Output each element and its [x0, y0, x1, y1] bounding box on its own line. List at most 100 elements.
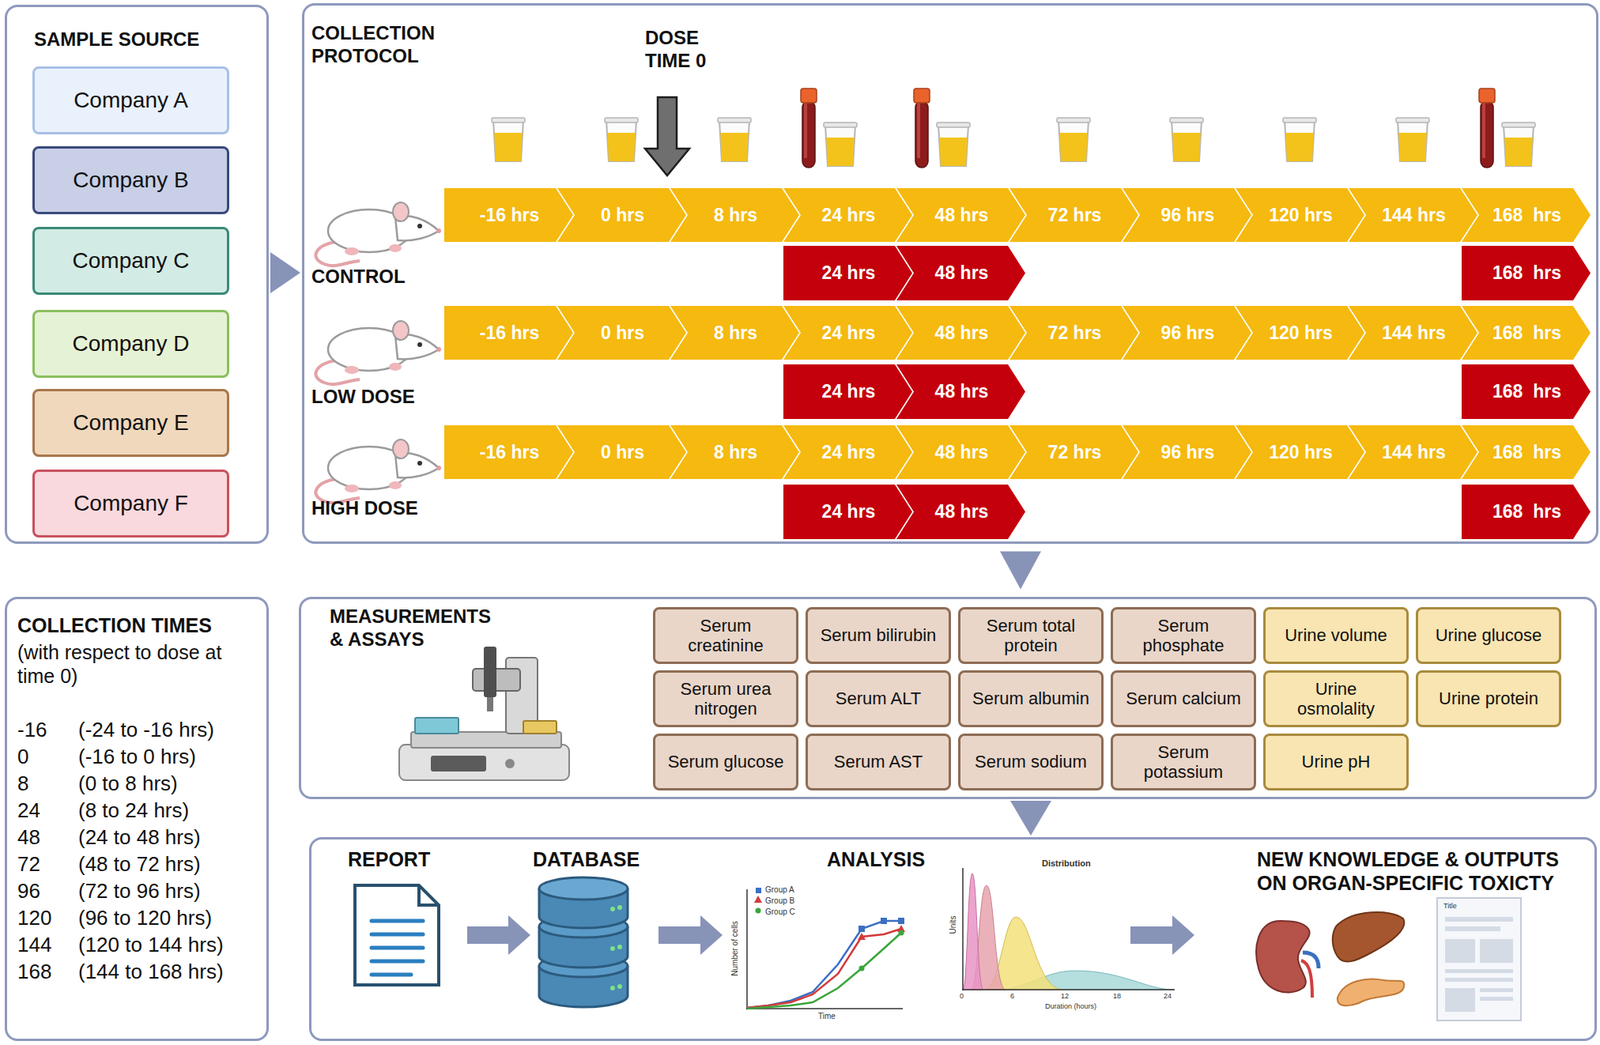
time-range: (120 to 144 hrs): [78, 932, 224, 958]
time-chevron: 24 hrs: [783, 484, 913, 540]
arrow-head: [270, 252, 301, 294]
time-chevron: -16 hrs: [444, 188, 574, 242]
time-chevron: 24 hrs: [783, 425, 913, 480]
chevron-fill: [1009, 188, 1139, 242]
time-chevron: 96 hrs: [1122, 425, 1252, 480]
time-chevron: 48 hrs: [896, 364, 1026, 419]
box-label: 168 hrs: [1492, 441, 1562, 463]
time-range: 144: [17, 932, 52, 958]
box-label: Urine pH: [1301, 751, 1371, 772]
box-label: Serum urea nitrogen: [666, 679, 785, 720]
chevron-fill: [896, 425, 1026, 480]
box-label: 8 hrs: [713, 441, 758, 463]
box-label: 24 hrs: [822, 441, 876, 463]
time-chevron: 8 hrs: [670, 305, 800, 360]
box-label: 8 hrs: [713, 322, 758, 344]
chevron-fill: [557, 305, 687, 360]
box-label: 48 hrs: [935, 441, 989, 463]
panel-heading: COLLECTION PROTOCOL: [311, 22, 470, 68]
time-chevron: 0 hrs: [557, 188, 687, 242]
process-box: Serum ALT: [805, 670, 951, 728]
time-chevron: 168 hrs: [1461, 188, 1591, 242]
time-range: (48 to 72 hrs): [78, 852, 201, 877]
process-box: Urine pH: [1263, 733, 1409, 791]
box-label: -16 hrs: [479, 322, 540, 344]
box-label: Urine volume: [1284, 625, 1388, 646]
box-label: 96 hrs: [1161, 441, 1216, 463]
chevron-fill: [1348, 425, 1478, 480]
process-box: Company A: [32, 66, 230, 135]
time-range: 168: [17, 959, 52, 985]
chevron-fill: [1009, 305, 1139, 360]
chevron-fill: [896, 484, 1026, 540]
process-box: Urine glucose: [1415, 607, 1562, 665]
time-range: 48: [17, 825, 41, 850]
time-chevron: 72 hrs: [1009, 305, 1139, 360]
chevron-fill: [1461, 364, 1591, 419]
chevron-fill: [444, 425, 574, 480]
time-chevron: 168 hrs: [1461, 425, 1591, 480]
chevron-fill: [1461, 305, 1591, 360]
time-chevron: 48 hrs: [896, 305, 1026, 360]
chart-text: Number of cells: [730, 920, 740, 976]
time-range: 72: [17, 852, 41, 877]
process-box: Serum albumin: [958, 670, 1104, 728]
chevron-fill: [783, 188, 913, 242]
time-chevron: 24 hrs: [783, 245, 913, 301]
process-box: Serum potassium: [1110, 733, 1257, 791]
time-range: (-16 to 0 hrs): [78, 744, 197, 770]
box-label: 96 hrs: [1161, 322, 1216, 344]
box-label: 168 hrs: [1492, 381, 1562, 402]
time-chevron: 168 hrs: [1461, 364, 1591, 419]
chevron-fill: [557, 188, 687, 242]
box-label: Serum bilirubin: [820, 625, 937, 646]
box-label: 120 hrs: [1268, 322, 1333, 344]
chevron-fill: [1235, 425, 1365, 480]
time-chevron: 120 hrs: [1235, 425, 1365, 480]
flow-arrow: [1000, 551, 1042, 590]
time-range: 120: [17, 905, 52, 931]
chart-text: 18: [1113, 992, 1121, 1001]
time-chevron: 144 hrs: [1348, 188, 1478, 242]
box-label: Company F: [73, 490, 189, 517]
box-label: Serum ALT: [835, 688, 921, 709]
time-chevron: 24 hrs: [783, 305, 913, 360]
panel-heading: DATABASE: [532, 847, 707, 872]
process-box: Company C: [32, 226, 230, 295]
time-chevron: 168 hrs: [1461, 245, 1591, 301]
box-label: Serum creatinine: [666, 615, 785, 657]
chevron-fill: [1235, 305, 1365, 360]
box-label: Serum sodium: [974, 751, 1087, 772]
box-label: Serum glucose: [667, 751, 785, 772]
time-chevron: 24 hrs: [783, 364, 913, 419]
time-range: (144 to 168 hrs): [78, 959, 224, 985]
box-label: 120 hrs: [1268, 204, 1333, 226]
time-range: (24 to 48 hrs): [78, 825, 201, 850]
chevron-fill: [783, 245, 913, 301]
panel-heading: REPORT: [347, 847, 522, 872]
time-range: 8: [17, 771, 29, 797]
box-label: 168 hrs: [1492, 262, 1562, 284]
process-box: Urine volume: [1263, 607, 1409, 665]
box-label: 48 hrs: [935, 204, 989, 226]
group-label: CONTROL: [311, 265, 406, 289]
chevron-fill: [1009, 425, 1139, 480]
process-box: Company F: [32, 469, 230, 538]
group-label: HIGH DOSE: [311, 497, 419, 521]
time-chevron: 8 hrs: [670, 188, 800, 242]
box-label: Serum AST: [833, 751, 923, 772]
box-label: 72 hrs: [1048, 441, 1102, 463]
box-label: Serum phosphate: [1124, 615, 1243, 657]
time-range: 96: [17, 879, 41, 904]
process-box: Serum urea nitrogen: [652, 670, 799, 728]
box-label: Serum total protein: [971, 615, 1091, 657]
arrow-head: [1000, 551, 1042, 590]
chevron-fill: [670, 305, 800, 360]
chevron-fill: [1122, 425, 1252, 480]
panel-heading: ANALYSIS: [826, 847, 1001, 872]
chevron-fill: [1348, 305, 1478, 360]
time-chevron: 0 hrs: [557, 425, 687, 480]
chart-text: Group C: [765, 907, 796, 917]
box-label: Company D: [72, 331, 190, 357]
